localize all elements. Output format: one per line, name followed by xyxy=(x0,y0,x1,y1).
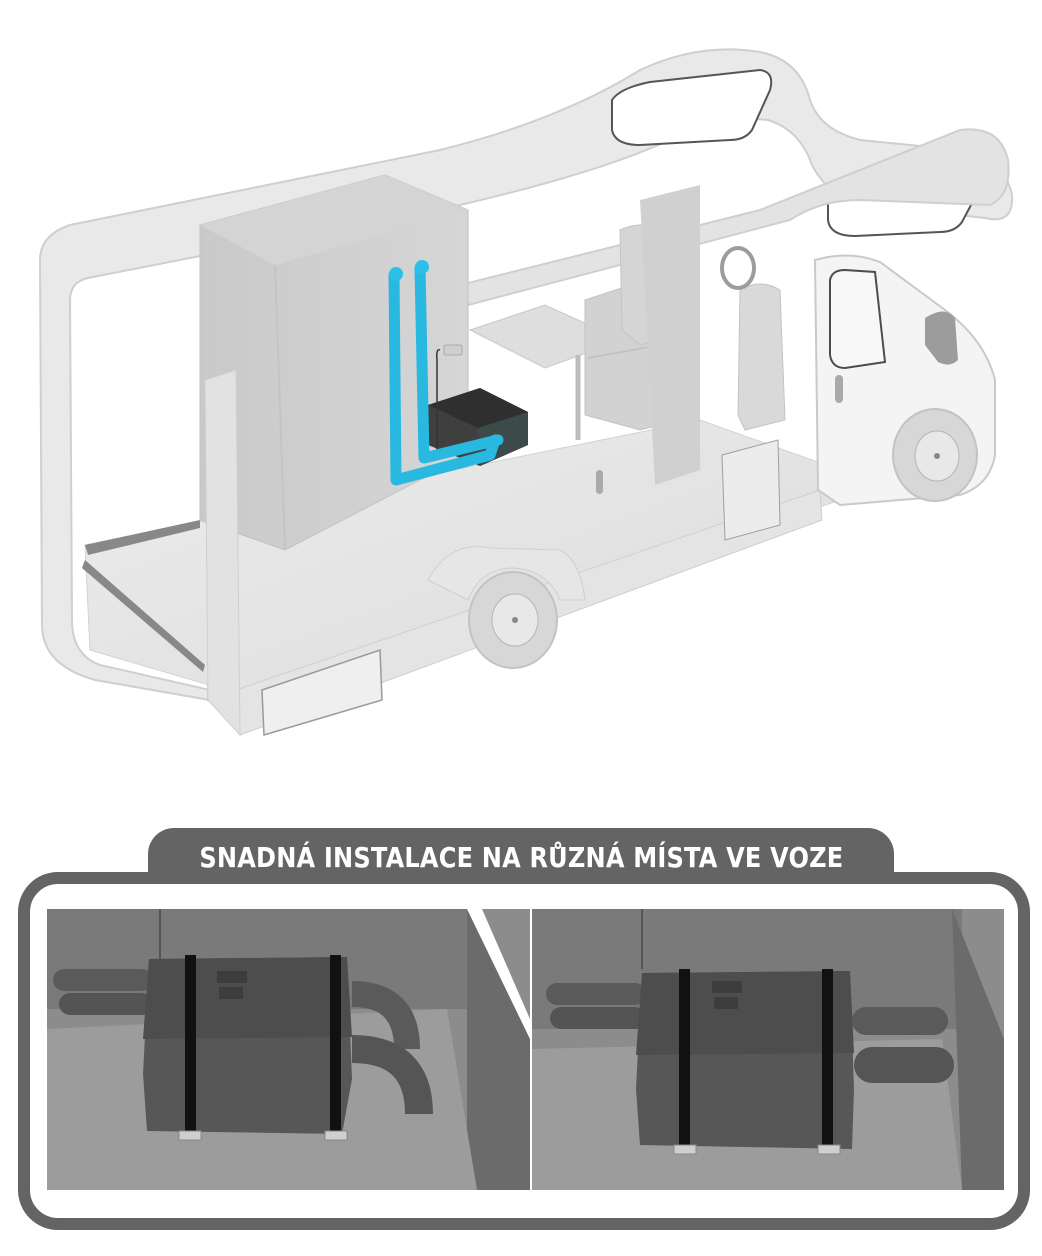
install-view-elbow-ducts xyxy=(47,909,530,1190)
rear-wheel xyxy=(468,571,558,669)
skylight-rear xyxy=(611,68,773,147)
storage-hatch xyxy=(261,648,383,736)
side-mirror xyxy=(925,311,958,365)
camper-van-illustration xyxy=(38,48,1014,737)
front-wheel xyxy=(892,408,978,502)
cab-pillar xyxy=(640,185,700,485)
installation-title: SNADNÁ INSTALACE NA RŮZNÁ MÍSTA VE VOZE xyxy=(199,840,843,874)
camper-van-drawing xyxy=(38,48,1014,737)
vent-handle xyxy=(596,470,603,494)
rear-side-edge xyxy=(82,560,205,672)
wardrobe-top xyxy=(200,175,468,265)
steering-wheel xyxy=(720,246,756,290)
entry-door xyxy=(721,439,781,541)
passenger-seat xyxy=(737,283,786,431)
air-ducts xyxy=(388,262,504,486)
install-view-straight-ducts xyxy=(532,909,1004,1190)
door-handle xyxy=(835,375,843,403)
rear-edge xyxy=(85,520,200,555)
cab-window xyxy=(829,268,887,370)
